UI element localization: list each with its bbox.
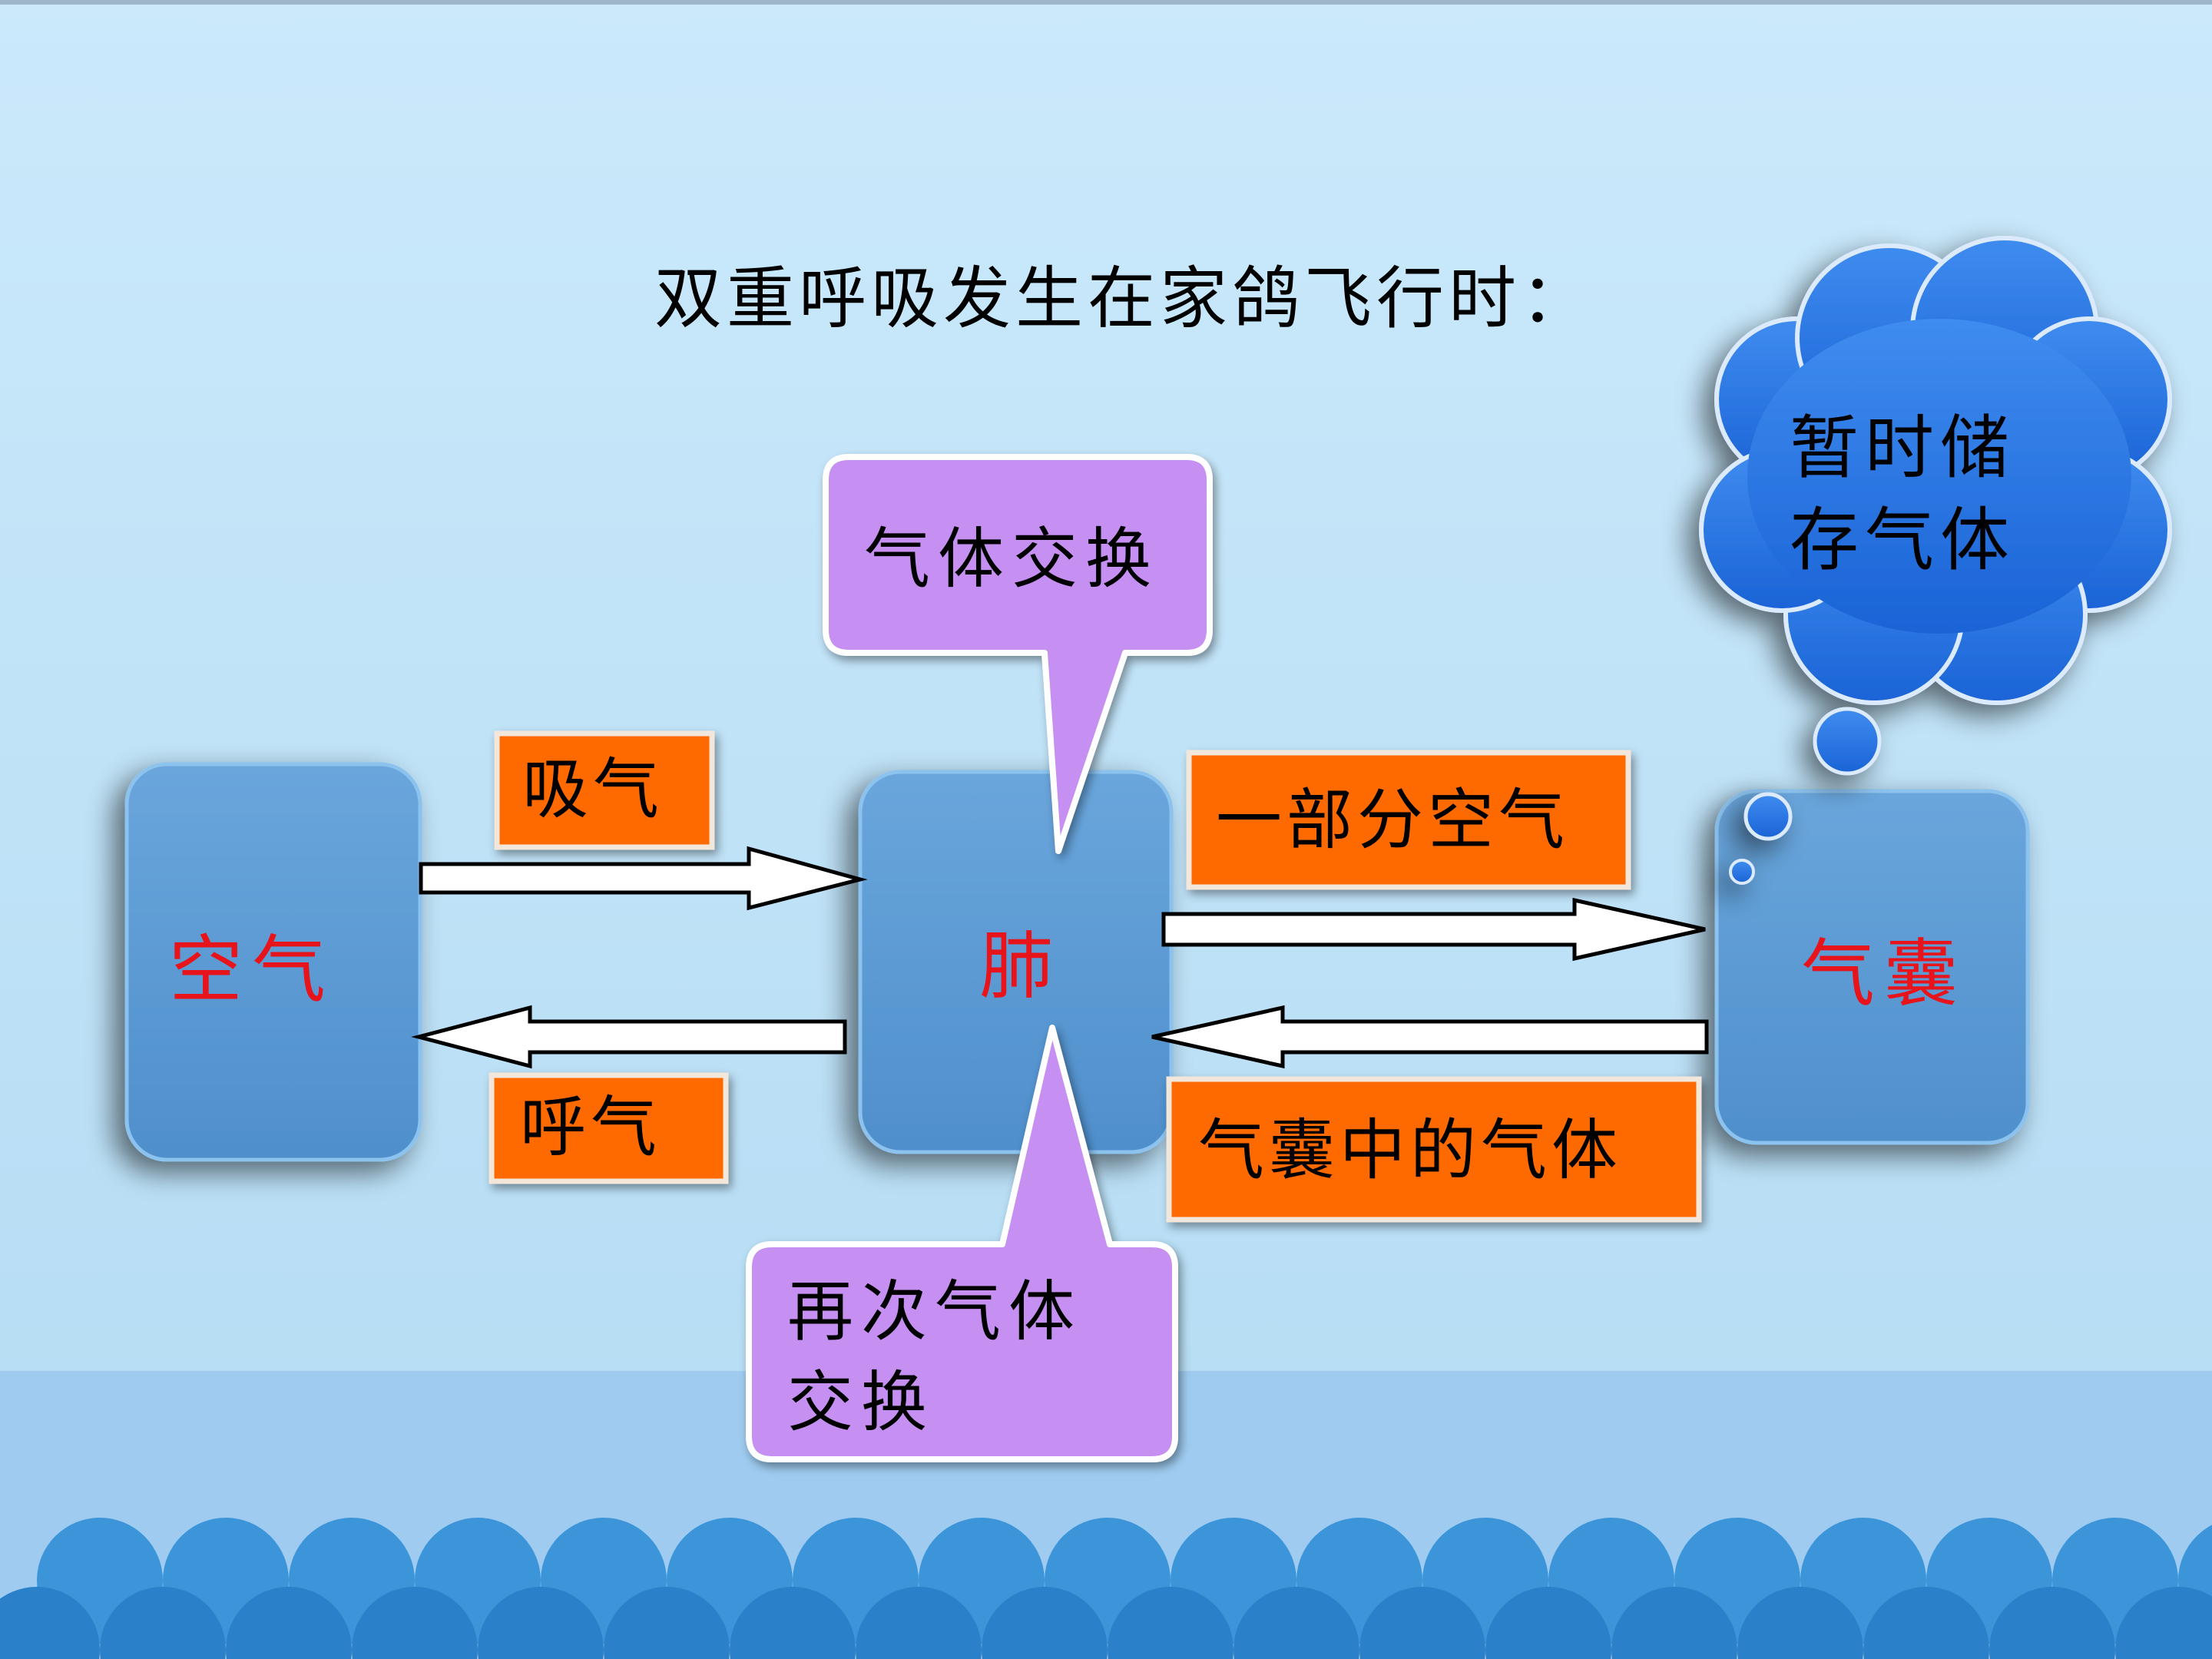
tag-exhale-box (488, 1072, 729, 1184)
wave-crest (478, 1587, 604, 1659)
callout-second-exchange-line2: 交换 (787, 1364, 935, 1441)
arrow-exhale (411, 1005, 847, 1069)
wave-crest (856, 1587, 982, 1659)
wave-crest (1611, 1587, 1737, 1659)
tag-part-air-box (1186, 750, 1631, 890)
wave-crest (352, 1587, 478, 1659)
callout-gas-exchange-label: 气体交换 (864, 521, 1159, 598)
wave-crest (1359, 1587, 1485, 1659)
callout-second-exchange-bubble (746, 1025, 1178, 1462)
arrow-to-air-sac (1161, 897, 1706, 962)
wave-crest (0, 1587, 100, 1659)
node-air-box (124, 762, 422, 1162)
wave-crest (604, 1587, 730, 1659)
tag-inhale-box (494, 730, 715, 850)
node-lung-label: 肺 (979, 923, 1062, 1009)
wave-crest (982, 1587, 1108, 1659)
wave-crest (1108, 1587, 1233, 1659)
wave-crest (100, 1587, 226, 1659)
cloud-label-line2: 存气体 (1790, 500, 2015, 581)
wave-decoration (0, 1518, 2212, 1659)
arrow-from-air-sac (1151, 1005, 1709, 1069)
wave-crest (226, 1587, 352, 1659)
tag-sac-gas-box (1166, 1076, 1702, 1223)
cloud-label-line1: 暂时储 (1790, 408, 2015, 488)
wave-crest (1485, 1587, 1611, 1659)
tag-sac-gas-label: 气囊中的气体 (1198, 1112, 1622, 1189)
page-title: 双重呼吸发生在家鸽飞行时： (654, 259, 1594, 338)
wave-crest (2115, 1587, 2212, 1659)
node-air-label: 空气 (169, 927, 335, 1013)
thought-bubble-medium (1743, 792, 1793, 841)
thought-cloud (1699, 236, 2172, 885)
wave-crest (1863, 1587, 1989, 1659)
wave-crest (730, 1587, 856, 1659)
thought-bubble-small (1729, 859, 1755, 885)
callout-gas-exchange-bubble (823, 454, 1213, 854)
node-air-sac-box (1714, 789, 2030, 1145)
thought-bubble-large (1813, 707, 1882, 776)
wave-crest (1989, 1587, 2115, 1659)
wave-crest (1737, 1587, 1863, 1659)
tag-exhale-label: 呼气 (520, 1089, 661, 1166)
tag-part-air-label: 一部分空气 (1216, 782, 1569, 859)
arrow-inhale (419, 846, 868, 911)
callout-second-exchange-line1: 再次气体 (787, 1273, 1082, 1350)
node-air-sac-label: 气囊 (1801, 931, 1967, 1017)
node-lung-box (858, 770, 1174, 1154)
tag-inhale-label: 吸气 (522, 751, 664, 828)
wave-crest (1233, 1587, 1359, 1659)
